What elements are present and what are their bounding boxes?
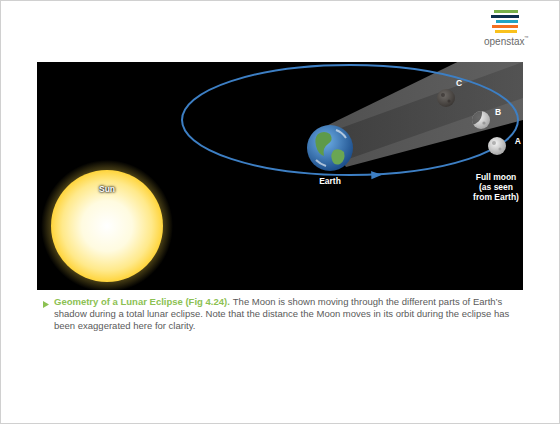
- earth-globe: [307, 125, 353, 171]
- moon-orbit: [182, 65, 518, 175]
- caption-block: Geometry of a Lunar Eclipse (Fig 4.24).T…: [54, 296, 516, 332]
- umbra: [330, 62, 523, 162]
- sun-label: Sun: [97, 184, 118, 194]
- trademark: ™: [524, 35, 529, 40]
- full-moon-note: Full moon (as seen from Earth): [469, 172, 523, 202]
- moon-label: A: [469, 136, 523, 146]
- orbit-arrowhead: [372, 172, 380, 178]
- moon-c: [437, 89, 455, 107]
- bullet-arrow: [43, 301, 49, 308]
- moon-c-label-box: C: [454, 78, 465, 88]
- moon-label: B: [493, 107, 504, 117]
- moon-label: C: [454, 78, 465, 88]
- earth-label: Earth: [317, 176, 343, 186]
- sun-disc: [51, 170, 163, 282]
- moon-b: [458, 101, 490, 129]
- space-panel: [37, 62, 523, 290]
- earth-label-box: Earth: [317, 176, 343, 186]
- logo-bars: [491, 10, 519, 33]
- sun-label-box: Sun: [97, 184, 118, 194]
- moon-a-label-box: A Full moon (as seen from Earth): [469, 136, 523, 202]
- logo-text: openstax: [484, 36, 525, 47]
- moon-a: [488, 137, 506, 155]
- figure-title: Geometry of a Lunar Eclipse (Fig 4.24).: [54, 296, 230, 307]
- sun-glow: [41, 160, 173, 290]
- moon-b-label-box: B: [493, 107, 504, 117]
